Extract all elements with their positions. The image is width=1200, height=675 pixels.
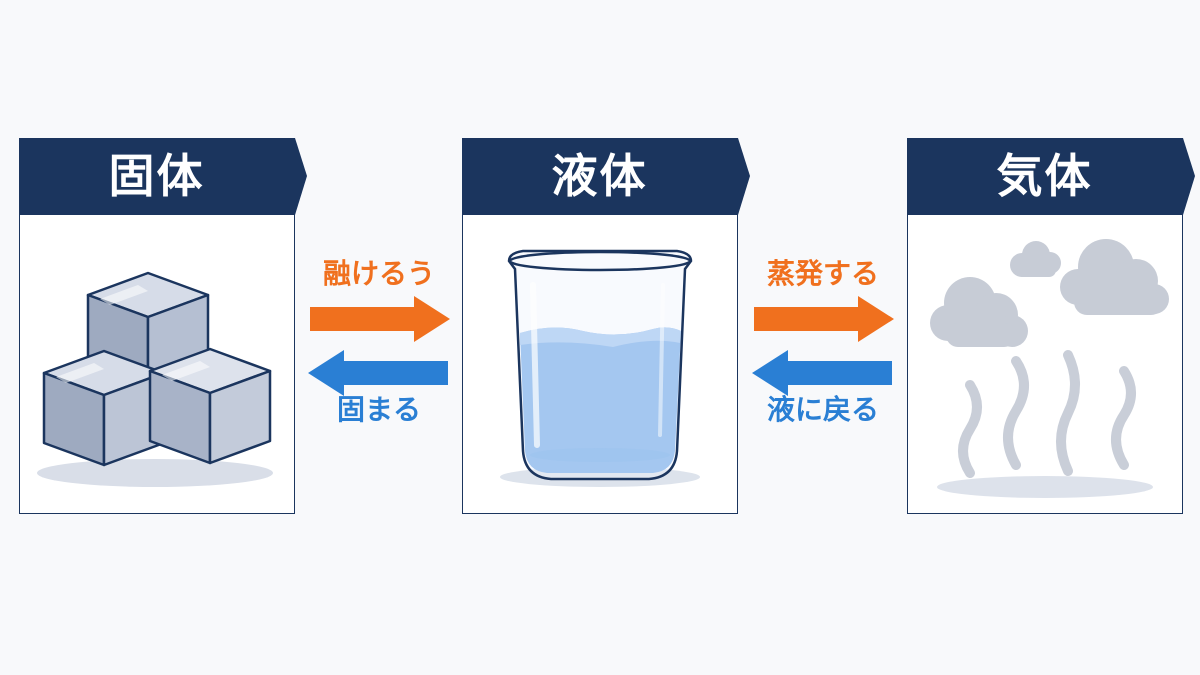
beaker-icon bbox=[463, 215, 736, 513]
state-panel-gas: 気体 bbox=[906, 137, 1195, 514]
transition-solid-liquid: 融けるう 固まる bbox=[304, 252, 454, 432]
panel-header-liquid: 液体 bbox=[461, 137, 750, 215]
condense-label: 液に戻る bbox=[766, 393, 879, 426]
panel-title-gas: 気体 bbox=[996, 148, 1093, 203]
arrow-left-icon bbox=[752, 350, 892, 396]
arrow-right-icon bbox=[754, 296, 894, 342]
evaporate-label: 蒸発する bbox=[766, 257, 879, 290]
panel-header-solid: 固体 bbox=[18, 137, 307, 215]
state-panel-liquid: 液体 bbox=[461, 137, 750, 514]
arrow-right-icon bbox=[310, 296, 450, 342]
arrow-left-icon bbox=[308, 350, 448, 396]
panel-title-solid: 固体 bbox=[108, 148, 205, 203]
transition-liquid-gas: 蒸発する 液に戻る bbox=[748, 252, 898, 432]
state-panel-solid: 固体 bbox=[18, 137, 307, 514]
freeze-label: 固まる bbox=[336, 393, 421, 426]
panel-header-gas: 気体 bbox=[906, 137, 1195, 215]
steam-clouds-icon bbox=[908, 215, 1181, 513]
panel-title-liquid: 液体 bbox=[551, 148, 648, 203]
melt-label: 融けるう bbox=[322, 257, 435, 290]
ice-cubes-icon bbox=[20, 215, 293, 513]
